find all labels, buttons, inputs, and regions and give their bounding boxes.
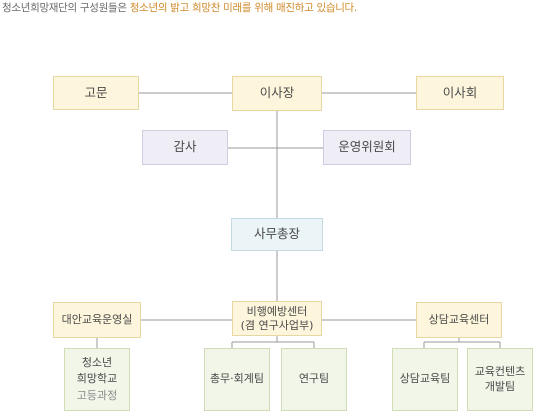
alt-education-office-box: 대안교육운영실 xyxy=(53,302,141,338)
board-box: 이사회 xyxy=(416,76,504,110)
secretariat-box: 사무총장 xyxy=(231,218,323,251)
admin-accounting-team-box: 총무·회계팀 xyxy=(204,348,270,411)
intro-text: 청소년희망재단의 구성원들은 청소년의 밝고 희망찬 미래를 위해 매진하고 있… xyxy=(2,0,357,15)
intro-highlight: 청소년의 밝고 희망찬 미래를 위해 매진하고 있습니다. xyxy=(129,2,357,14)
auditor-box: 감사 xyxy=(142,130,228,165)
research-team-box: 연구팀 xyxy=(281,348,347,411)
chairman-box: 이사장 xyxy=(232,76,322,111)
steering-committee-box: 운영위원회 xyxy=(323,130,411,165)
counseling-education-team-box: 상담교육팀 xyxy=(392,348,458,411)
advisor-box: 고문 xyxy=(53,76,139,110)
intro-prefix: 청소년희망재단의 구성원들은 xyxy=(2,2,127,14)
school-box: 청소년 희망학교 고등과정 xyxy=(64,348,130,411)
content-dev-team-box: 교육컨텐츠 개발팀 xyxy=(467,348,533,411)
counseling-center-box: 상담교육센터 xyxy=(416,302,502,338)
prevention-center-box: 비행예방센터 (겸 연구사업부) xyxy=(232,301,322,336)
